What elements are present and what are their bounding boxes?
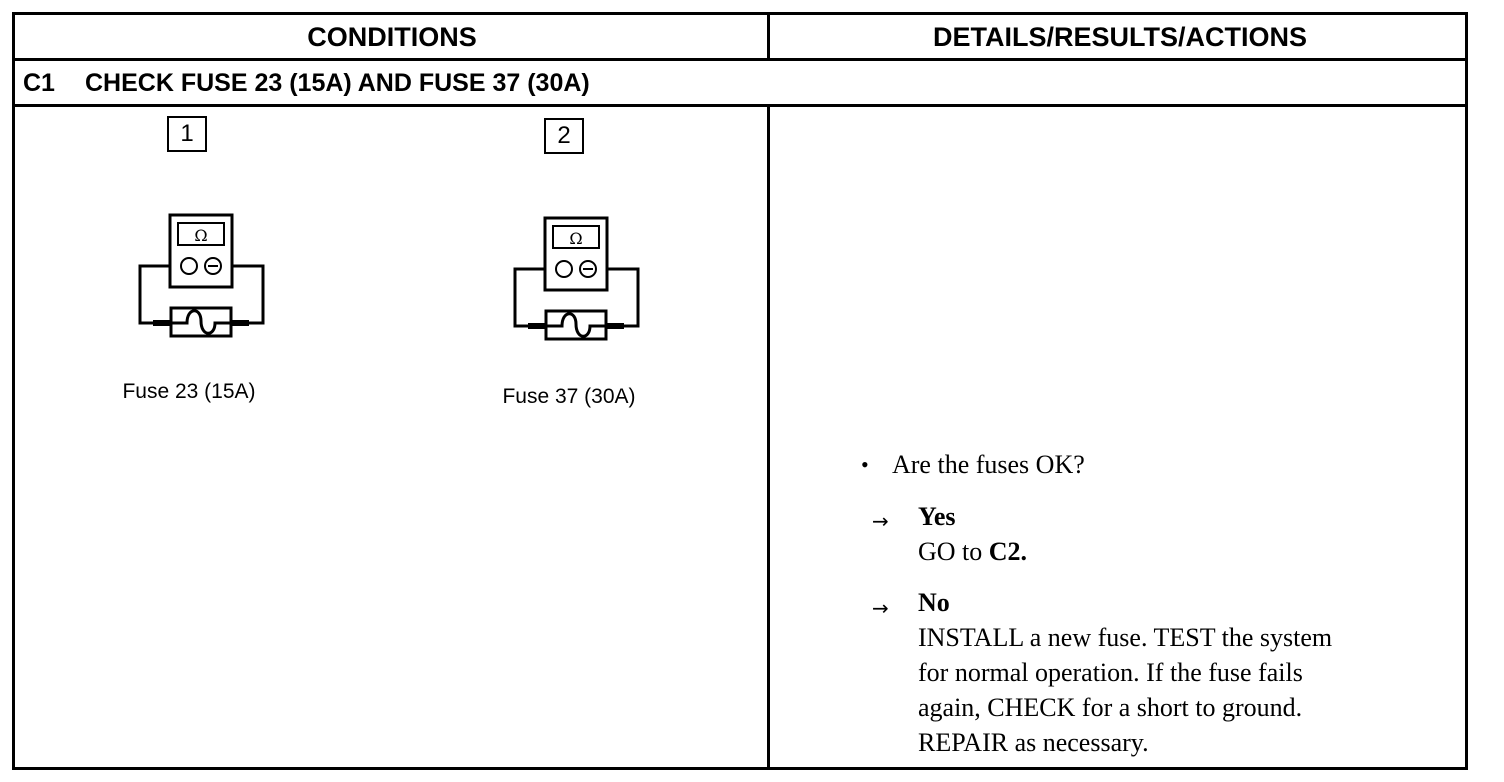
column-divider — [767, 15, 770, 59]
yes-action-prefix: GO to — [918, 537, 989, 566]
diagnostic-table: CONDITIONS DETAILS/RESULTS/ACTIONS C1 CHE… — [12, 12, 1468, 770]
step-divider — [15, 104, 1465, 107]
step-title: CHECK FUSE 23 (15A) AND FUSE 37 (30A) — [85, 69, 590, 97]
step-title-row: C1 CHECK FUSE 23 (15A) AND FUSE 37 (30A) — [23, 61, 590, 105]
yes-action-target: C2. — [988, 537, 1028, 566]
arrow-right-icon: → — [872, 596, 889, 620]
no-action-line: INSTALL a new fuse. TEST the system — [918, 623, 1333, 652]
no-label: No — [918, 588, 950, 617]
yes-action: GO to C2. — [918, 537, 1027, 567]
no-action-line: REPAIR as necessary. — [918, 728, 1149, 757]
figure-number-1: 1 — [167, 116, 207, 152]
figure-caption-2: Fuse 37 (30A) — [502, 385, 636, 408]
figure-number-2: 2 — [544, 118, 584, 154]
arrow-right-icon: → — [872, 509, 889, 533]
question-text: Are the fuses OK? — [892, 450, 1085, 479]
step-id: C1 — [23, 69, 55, 97]
bullet-icon: • — [861, 452, 869, 477]
yes-label: Yes — [918, 502, 956, 531]
header-divider — [15, 58, 1465, 61]
ohm-symbol: Ω — [194, 226, 207, 245]
conditions-header: CONDITIONS — [307, 22, 477, 52]
no-action-line: again, CHECK for a short to ground. — [918, 693, 1303, 722]
details-header: DETAILS/RESULTS/ACTIONS — [932, 22, 1307, 52]
ohmmeter-fuse-icon: Ω — [513, 216, 640, 341]
ohmmeter-fuse-icon: Ω — [138, 213, 265, 338]
no-action-line: for normal operation. If the fuse fails — [918, 658, 1303, 687]
figure-caption-1: Fuse 23 (15A) — [122, 380, 256, 403]
column-divider — [767, 105, 770, 770]
ohm-symbol: Ω — [569, 229, 582, 248]
